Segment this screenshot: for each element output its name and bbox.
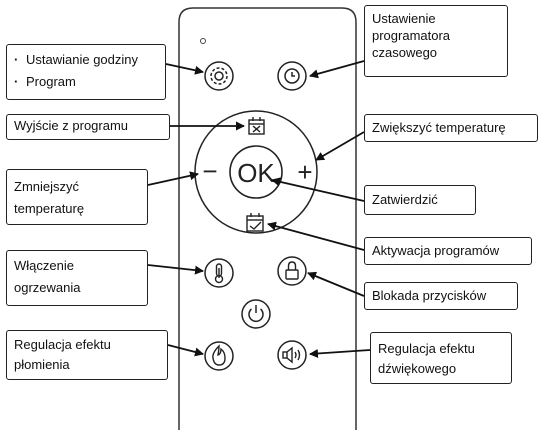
callout-sound-effect: Regulacja efektu dźwiękowego xyxy=(370,332,512,384)
callout-sound-effect-line-2: dźwiękowego xyxy=(378,361,457,376)
callout-button-lock: Blokada przycisków xyxy=(364,282,518,310)
arrow-decrease-temperature xyxy=(147,171,199,186)
clock-icon xyxy=(284,68,300,84)
gear-icon xyxy=(210,67,228,85)
callout-timer-programmer-line-2: programatora xyxy=(372,28,451,43)
gear-button[interactable] xyxy=(204,61,234,91)
lock-button[interactable] xyxy=(277,256,307,286)
callout-increase-temperature-line-1: Zwiększyć temperaturę xyxy=(372,120,506,135)
exit-program-button[interactable] xyxy=(248,117,265,135)
callout-increase-temperature: Zwiększyć temperaturę xyxy=(364,114,538,142)
callout-exit-program: Wyjście z programu xyxy=(6,114,170,140)
ok-label: OK xyxy=(237,158,275,188)
power-icon xyxy=(248,305,264,323)
arrow-clock-setting xyxy=(165,63,204,75)
callout-confirm-line-1: Zatwierdzić xyxy=(372,192,438,207)
callout-confirm: Zatwierdzić xyxy=(364,185,476,215)
calendar-check-icon xyxy=(246,213,264,232)
callout-clock-setting: Ustawianie godziny Program xyxy=(6,44,166,100)
leader-arrows xyxy=(147,60,371,358)
callout-activate-programs: Aktywacja programów xyxy=(364,237,532,265)
arrow-confirm xyxy=(271,177,365,202)
callout-decrease-temperature: Zmniejszyć temperaturę xyxy=(6,169,148,225)
arrow-button-lock xyxy=(307,271,365,297)
arrow-flame-effect xyxy=(167,344,204,357)
callout-clock-setting-line-1: Ustawianie godziny xyxy=(14,49,158,71)
callout-timer-programmer-line-1: Ustawienie xyxy=(372,11,436,26)
activate-programs-button[interactable] xyxy=(246,213,264,232)
power-button[interactable] xyxy=(241,299,271,329)
callout-decrease-temperature-line-1: Zmniejszyć xyxy=(14,179,80,194)
arrow-timer-programmer xyxy=(309,60,365,79)
flame-icon xyxy=(212,344,226,366)
arrow-heating-on xyxy=(147,264,204,275)
callout-flame-effect-line-2: płomienia xyxy=(14,357,70,372)
arrow-increase-temperature xyxy=(315,131,365,161)
callout-timer-programmer-line-3: czasowego xyxy=(372,45,438,60)
arrow-activate-programs xyxy=(267,221,365,251)
callout-exit-program-line-1: Wyjście z programu xyxy=(14,118,129,133)
indicator-led xyxy=(200,38,206,44)
padlock-icon xyxy=(285,261,299,280)
calendar-x-icon xyxy=(248,117,265,135)
callout-timer-programmer: Ustawienie programatora czasowego xyxy=(364,5,508,77)
decrease-button[interactable]: − xyxy=(202,156,217,186)
increase-button[interactable]: + xyxy=(297,157,312,187)
callout-decrease-temperature-line-2: temperaturę xyxy=(14,201,85,216)
callout-button-lock-line-1: Blokada przycisków xyxy=(372,288,487,303)
callout-heating-on-line-1: Włączenie xyxy=(14,258,74,273)
callout-heating-on-line-2: ogrzewania xyxy=(14,280,81,295)
heating-button[interactable] xyxy=(204,258,234,288)
callout-heating-on: Włączenie ogrzewania xyxy=(6,250,148,306)
ok-button[interactable]: OK xyxy=(229,145,283,199)
clock-button[interactable] xyxy=(277,61,307,91)
arrow-sound-effect xyxy=(309,348,371,358)
callout-flame-effect-line-1: Regulacja efektu xyxy=(14,337,111,352)
callout-flame-effect: Regulacja efektu płomienia xyxy=(6,330,168,380)
sound-button[interactable] xyxy=(277,340,307,370)
callout-activate-programs-line-1: Aktywacja programów xyxy=(372,243,500,258)
flame-button[interactable] xyxy=(204,341,234,371)
thermometer-icon xyxy=(214,263,224,284)
callout-clock-setting-line-2: Program xyxy=(14,71,158,93)
callout-sound-effect-line-1: Regulacja efektu xyxy=(378,341,475,356)
speaker-icon xyxy=(282,346,301,364)
